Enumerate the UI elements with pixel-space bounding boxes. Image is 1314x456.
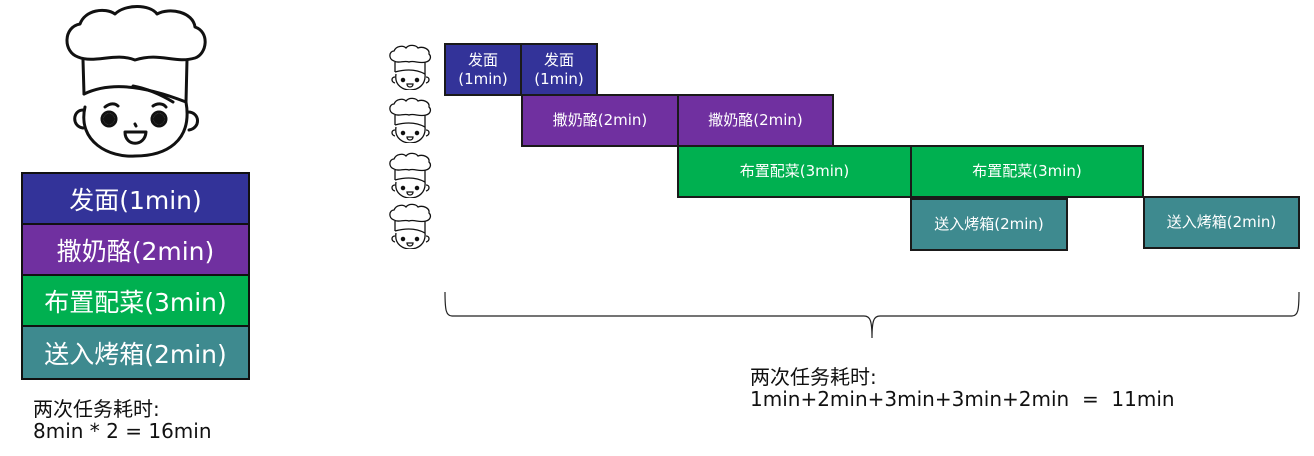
pipeline-bar-toppings-2: 布置配菜(3min) [910,145,1144,198]
chef-icon [389,203,432,249]
bar-label-line1: 发面 [467,50,498,69]
sequential-summary-formula: 8min * 2 = 16min [33,419,212,443]
sequential-summary-title: 两次任务耗时: [33,397,160,421]
pipeline-bar-toppings-1: 布置配菜(3min) [677,145,912,198]
chef-icon [389,97,432,143]
step-knead: 发面(1min) [23,174,248,225]
pipeline-bar-knead-2: 发面(1min) [520,43,598,96]
pipeline-summary: 两次任务耗时: 1min+2min+3min+3min+2min = 11min [750,366,1175,410]
pipeline-bar-cheese-2: 撒奶酪(2min) [677,94,834,147]
bar-label-line2: (1min) [534,69,584,88]
pipeline-bar-oven-1: 送入烤箱(2min) [910,198,1068,251]
step-cheese: 撒奶酪(2min) [23,225,248,276]
chef-icon [389,44,432,90]
pipeline-bar-oven-2: 送入烤箱(2min) [1143,196,1300,249]
sequential-task-stack: 发面(1min) 撒奶酪(2min) 布置配菜(3min) 送入烤箱(2min) [21,172,250,380]
chef-icon [389,152,432,198]
chef-icon [65,5,207,158]
step-toppings: 布置配菜(3min) [23,276,248,327]
pipeline-bar-cheese-1: 撒奶酪(2min) [521,94,679,147]
bar-label-line2: (1min) [458,69,508,88]
pipeline-summary-title: 两次任务耗时: [750,365,877,389]
pipeline-bar-knead-1: 发面(1min) [444,43,522,96]
bar-label-line1: 发面 [543,50,574,69]
span-brace [444,292,1300,339]
sequential-summary: 两次任务耗时: 8min * 2 = 16min [33,398,212,442]
pipeline-summary-formula: 1min+2min+3min+3min+2min = 11min [750,387,1175,411]
step-oven: 送入烤箱(2min) [23,327,248,378]
